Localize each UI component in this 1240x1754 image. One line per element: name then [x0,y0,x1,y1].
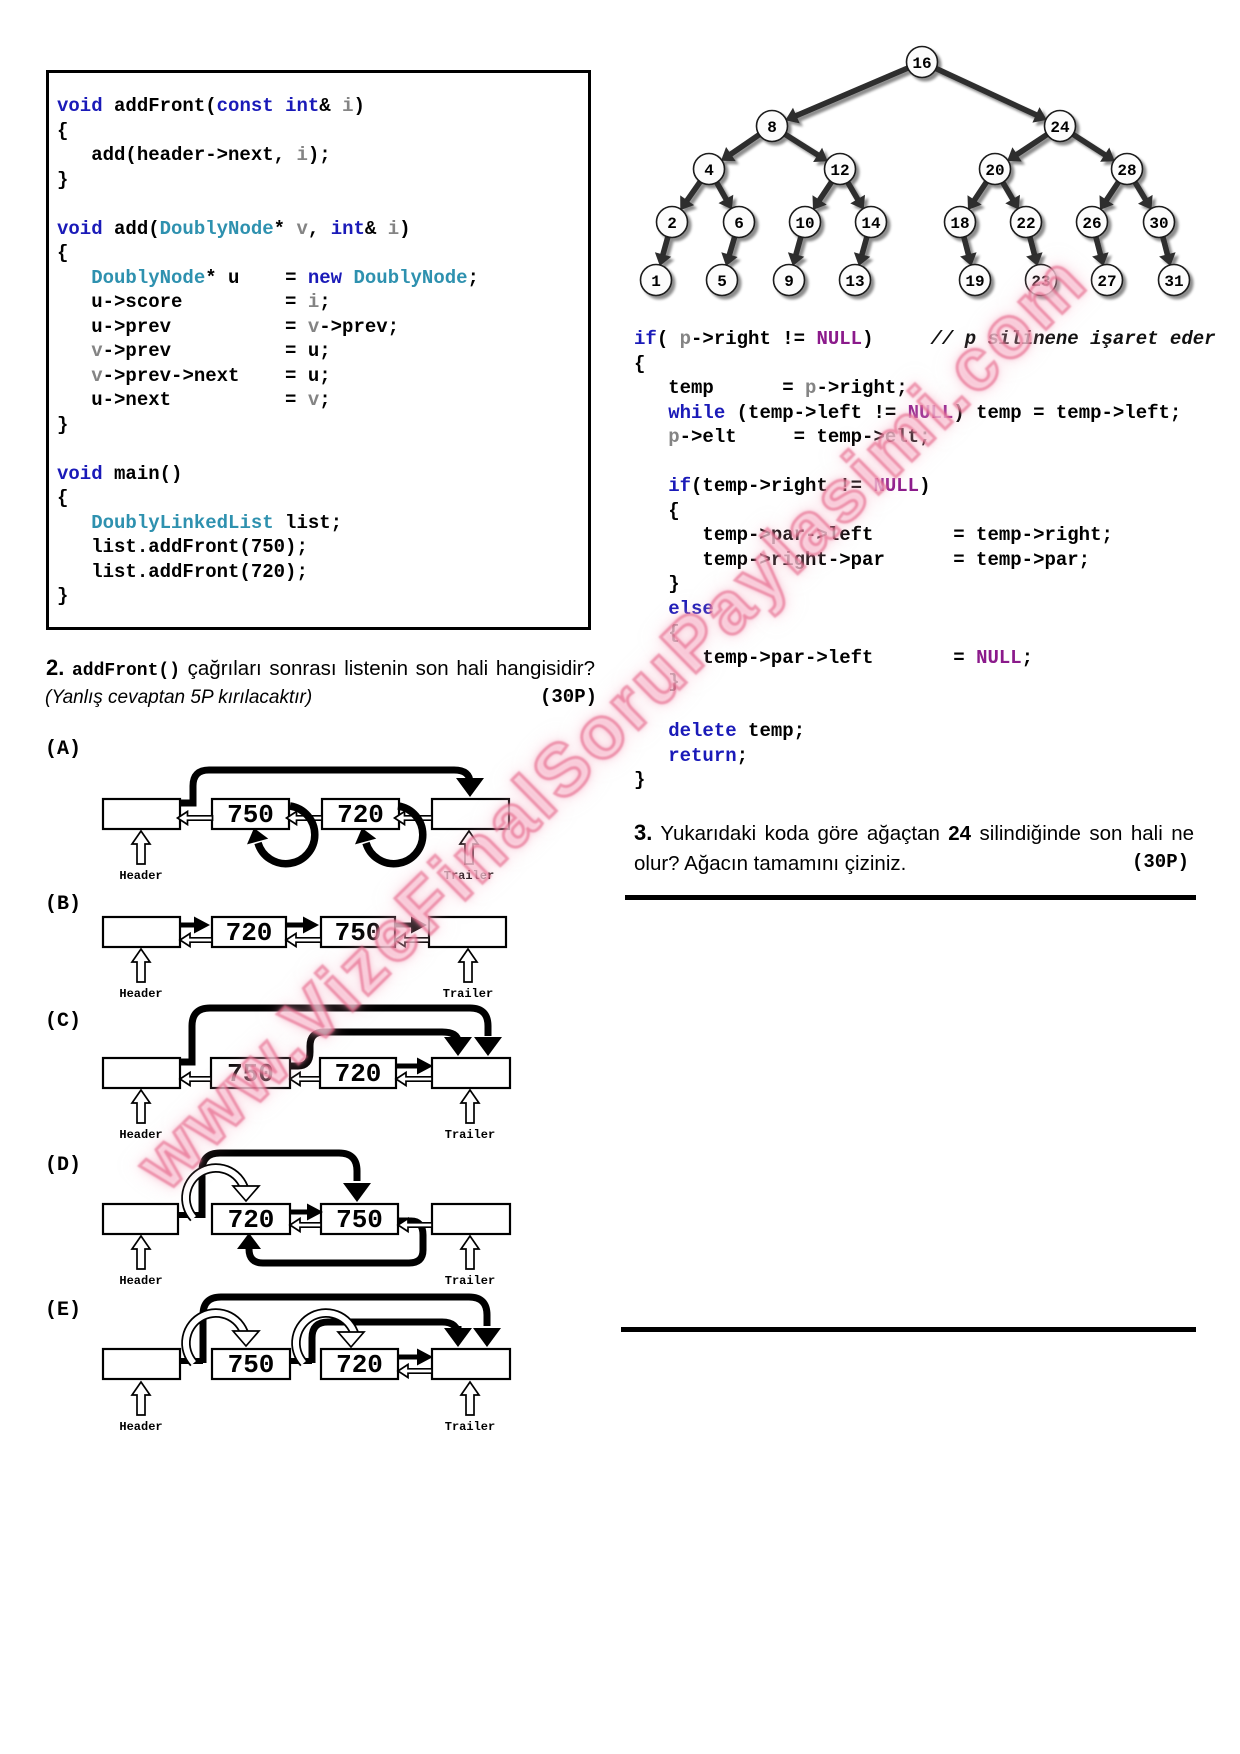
svg-text:23: 23 [1031,273,1050,291]
svg-text:16: 16 [912,55,931,73]
svg-text:Trailer: Trailer [443,987,493,1001]
svg-text:(D): (D) [45,1154,81,1177]
svg-text:750: 750 [336,1205,383,1235]
svg-text:(E): (E) [45,1299,81,1322]
svg-text:Trailer: Trailer [445,1274,495,1288]
svg-text:27: 27 [1097,273,1116,291]
svg-text:2: 2 [667,215,677,233]
svg-text:12: 12 [830,162,849,180]
svg-text:Header: Header [119,1274,162,1288]
svg-text:14: 14 [861,215,881,233]
svg-text:31: 31 [1164,273,1183,291]
svg-text:(A): (A) [45,738,81,761]
svg-text:9: 9 [784,273,794,291]
svg-text:6: 6 [734,215,744,233]
svg-text:30: 30 [1149,215,1168,233]
svg-text:Trailer: Trailer [444,869,494,883]
svg-text:26: 26 [1082,215,1101,233]
svg-text:750: 750 [227,800,274,830]
svg-text:Header: Header [119,1420,162,1434]
svg-text:Header: Header [119,869,162,883]
svg-text:22: 22 [1016,215,1035,233]
svg-text:28: 28 [1117,162,1136,180]
svg-text:720: 720 [335,1059,382,1089]
svg-text:750: 750 [228,1350,275,1380]
svg-text:1: 1 [651,273,661,291]
svg-text:Header: Header [119,1128,162,1142]
svg-text:4: 4 [704,162,714,180]
svg-text:19: 19 [965,273,984,291]
svg-text:24: 24 [1050,119,1070,137]
svg-text:(B): (B) [45,893,81,916]
svg-text:8: 8 [767,119,777,137]
svg-text:Trailer: Trailer [445,1128,495,1142]
svg-text:5: 5 [717,273,727,291]
svg-text:720: 720 [336,1350,383,1380]
svg-text:720: 720 [226,918,273,948]
svg-text:750: 750 [227,1059,274,1089]
svg-text:20: 20 [985,162,1004,180]
svg-text:720: 720 [337,800,384,830]
svg-text:13: 13 [845,273,864,291]
svg-text:720: 720 [228,1205,275,1235]
svg-text:10: 10 [795,215,814,233]
svg-text:750: 750 [335,918,382,948]
svg-text:(C): (C) [45,1010,81,1033]
svg-text:Trailer: Trailer [445,1420,495,1434]
svg-text:Header: Header [119,987,162,1001]
svg-text:18: 18 [950,215,969,233]
